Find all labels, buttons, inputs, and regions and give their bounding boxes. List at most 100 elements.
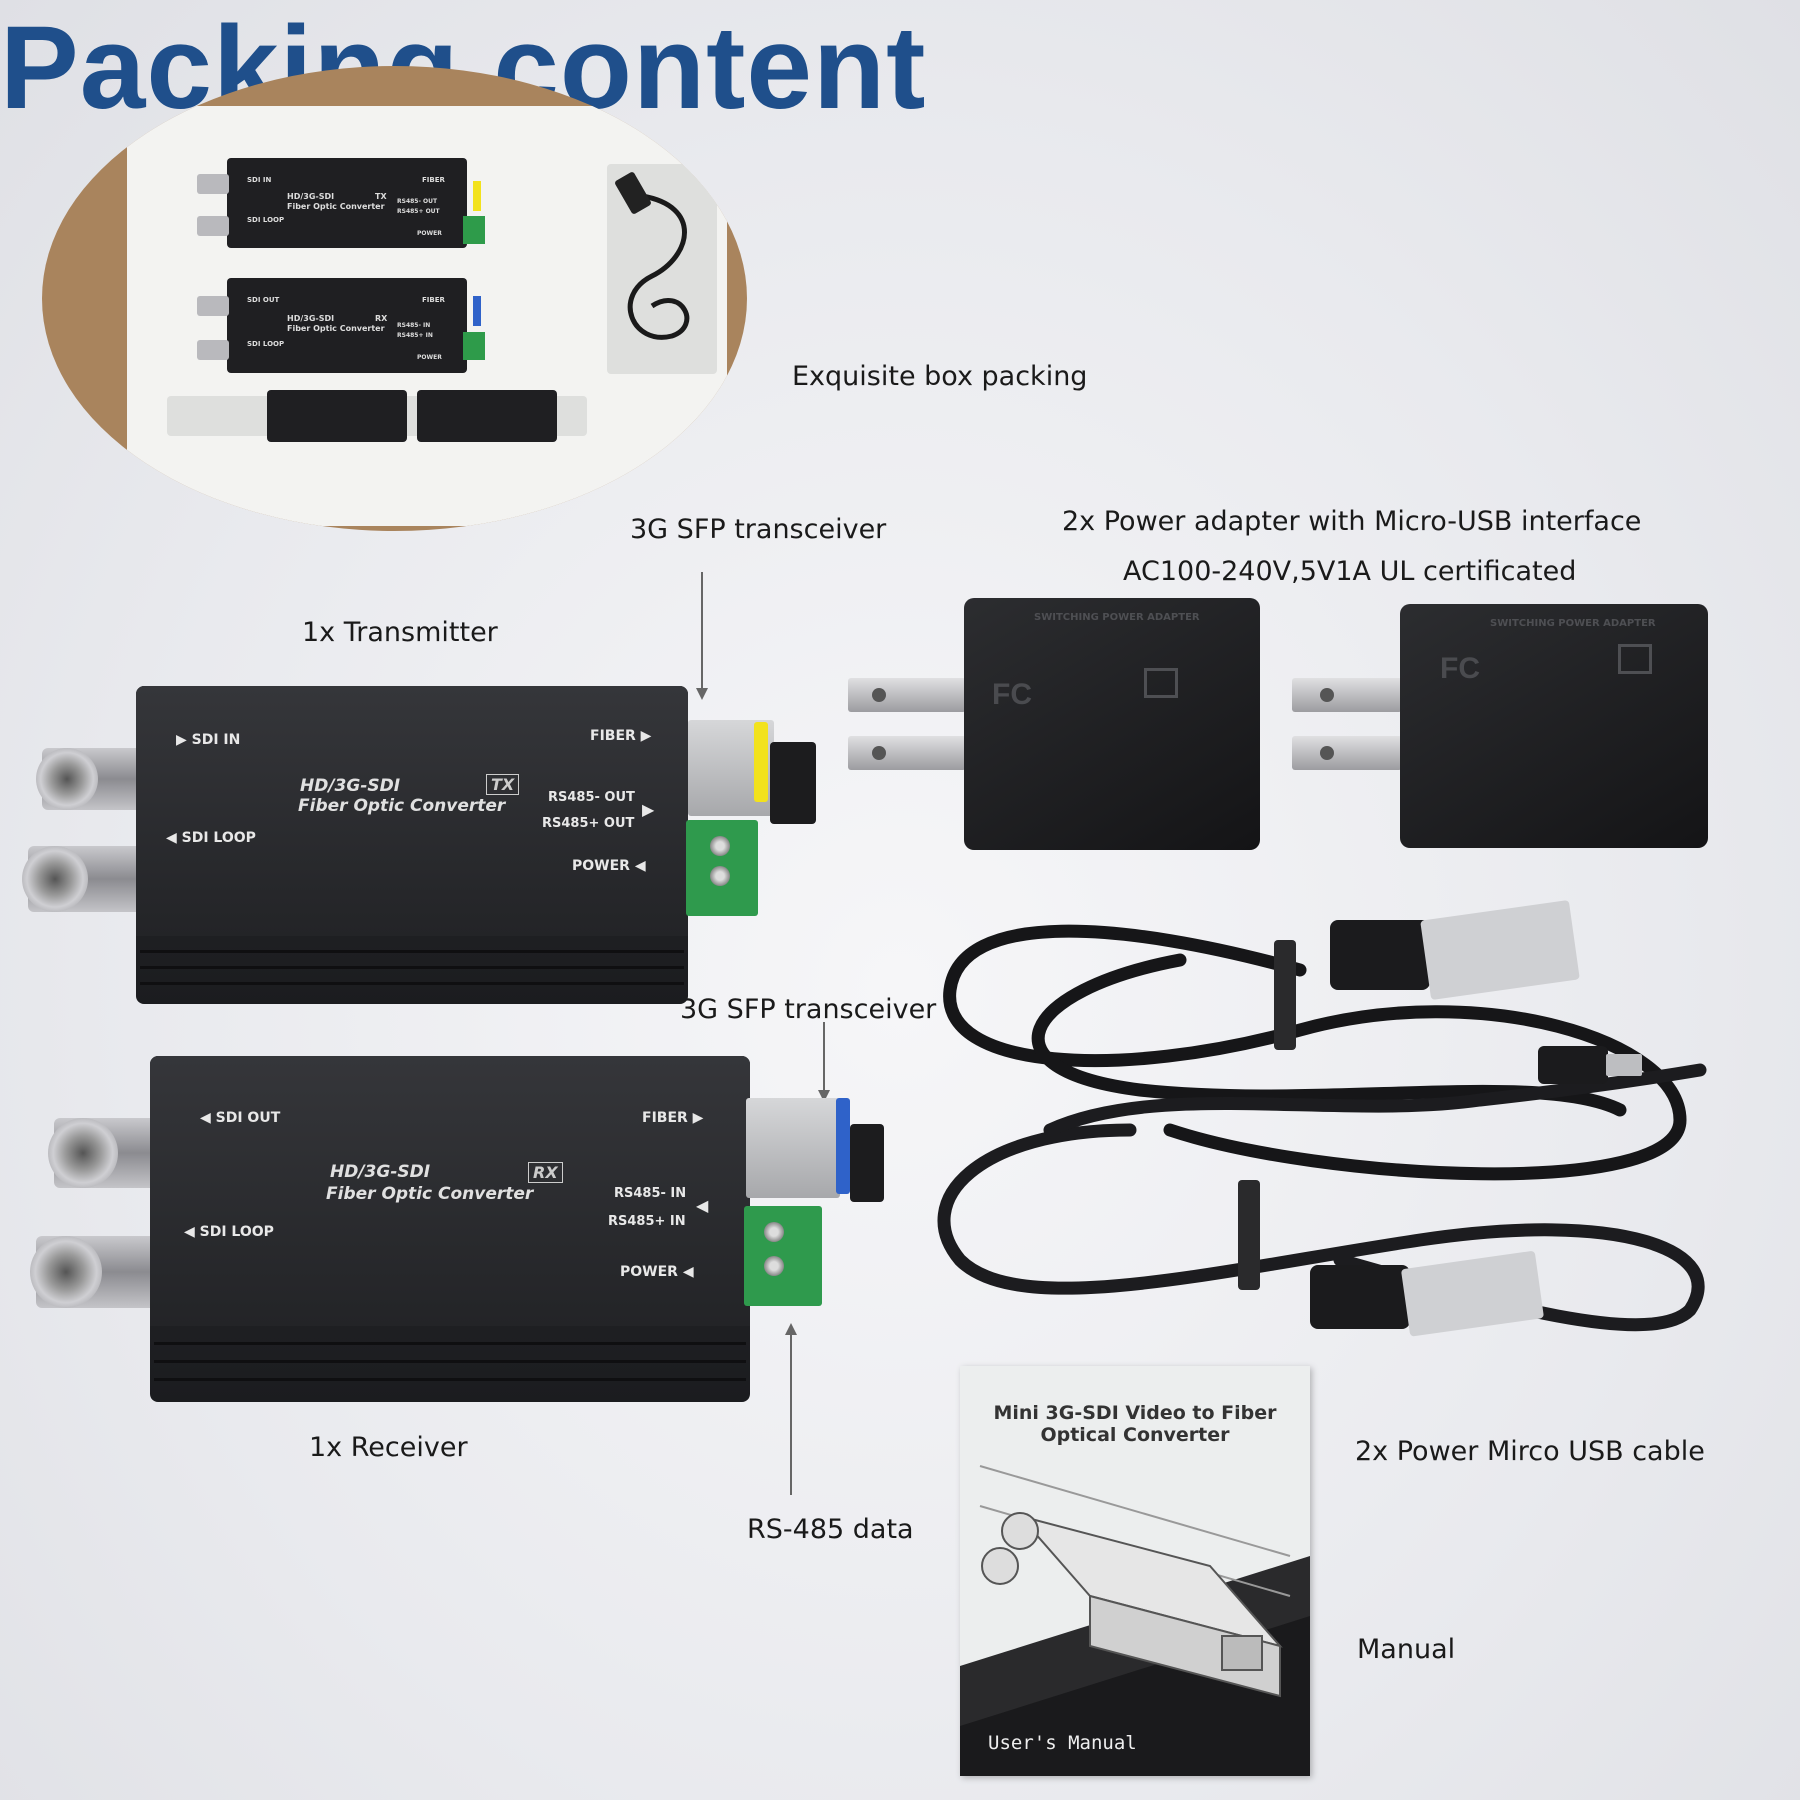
terminal-screw <box>764 1222 784 1242</box>
label-sfp-bottom: 3G SFP transceiver <box>680 994 937 1025</box>
power-adapter: SWITCHING POWER ADAPTER FC <box>1400 604 1708 848</box>
tx-sdi-in-label: ▶ SDI IN <box>176 732 241 748</box>
tx-sdi-loop-label: ◀ SDI LOOP <box>166 830 256 846</box>
mini-cable <box>615 172 690 340</box>
mini-tx-rs485-plus: RS485+ OUT <box>397 208 440 215</box>
sfp-latch-blue <box>836 1098 850 1194</box>
rx-tag: RX <box>528 1162 563 1183</box>
rx-rs485-plus: RS485+ IN <box>608 1214 686 1229</box>
power-adapter: SWITCHING POWER ADAPTER FC <box>964 598 1260 850</box>
terminal-screw <box>764 1256 784 1276</box>
terminal-screw <box>710 866 730 886</box>
mini-rx-rs485-minus: RS485- IN <box>397 322 431 329</box>
double-insulation-mark <box>1144 668 1178 698</box>
mini-tx-fiber: FIBER <box>422 176 445 184</box>
label-usb-cable: 2x Power Mirco USB cable <box>1355 1436 1705 1467</box>
prong-hole <box>1320 746 1334 760</box>
receiver-device: ◀ SDI OUT ◀ SDI LOOP HD/3G-SDI Fiber Opt… <box>150 1056 750 1402</box>
user-manual: Mini 3G-SDI Video to Fiber Optical Conve… <box>960 1366 1310 1776</box>
box-packing-photo: SDI IN SDI LOOP HD/3G-SDI Fiber Optic Co… <box>42 66 747 531</box>
mini-tx-sdi-in: SDI IN <box>247 176 272 184</box>
tx-fiber-label: FIBER ▶ <box>590 728 652 744</box>
mini-bnc <box>197 296 229 316</box>
tx-model: HD/3G-SDI <box>300 776 401 796</box>
mini-bnc <box>197 174 229 194</box>
rx-model: HD/3G-SDI <box>330 1162 431 1182</box>
mini-latch <box>473 296 481 326</box>
bnc-face <box>22 846 88 912</box>
mini-rx-type: Fiber Optic Converter <box>287 324 385 333</box>
mini-tx-sdi-loop: SDI LOOP <box>247 216 285 224</box>
mini-bnc <box>197 340 229 360</box>
mini-receiver: SDI OUT SDI LOOP HD/3G-SDI Fiber Optic C… <box>227 278 467 373</box>
device-rib <box>140 966 684 969</box>
tx-type: Fiber Optic Converter <box>298 796 506 816</box>
rs485-terminal <box>686 820 758 916</box>
double-insulation-mark <box>1618 644 1652 674</box>
rx-fiber-label: FIBER ▶ <box>642 1110 704 1126</box>
rs485-terminal <box>744 1206 822 1306</box>
sfp-latch-yellow <box>754 722 768 802</box>
device-rib <box>140 982 684 985</box>
mini-latch <box>473 181 481 211</box>
bnc-connector <box>36 748 152 810</box>
transmitter-device: ▶ SDI IN ◀ SDI LOOP HD/3G-SDI Fiber Opti… <box>136 686 688 1004</box>
tx-rs485-arrow: ▶ <box>642 800 655 819</box>
device-rib <box>140 950 684 953</box>
rx-rs485-minus: RS485- IN <box>614 1186 687 1201</box>
usb-a-plug-body <box>1310 1265 1410 1329</box>
plug-prong <box>1292 736 1402 770</box>
mini-rx-rs485-plus: RS485+ IN <box>397 332 433 339</box>
rx-type: Fiber Optic Converter <box>326 1184 534 1204</box>
pointer-line <box>823 1022 825 1092</box>
rx-power-label: POWER ◀ <box>620 1264 694 1280</box>
plug-prong <box>848 678 966 712</box>
label-transmitter: 1x Transmitter <box>302 617 498 648</box>
usb-a-plug-metal <box>1401 1251 1544 1337</box>
mini-adapter <box>417 390 557 442</box>
sfp-pull-tab <box>770 742 816 824</box>
mini-terminal <box>463 332 485 360</box>
label-adapter-line2: AC100-240V,5V1A UL certificated <box>1123 556 1577 587</box>
bnc-face <box>30 1236 102 1308</box>
mini-tx-tag: TX <box>375 192 387 201</box>
usb-cable-2 <box>937 1063 1707 1332</box>
fc-logo: FC <box>1440 652 1480 685</box>
rx-sdi-out-label: ◀ SDI OUT <box>200 1110 281 1126</box>
label-sfp-top: 3G SFP transceiver <box>630 514 887 545</box>
mini-transmitter: SDI IN SDI LOOP HD/3G-SDI Fiber Optic Co… <box>227 158 467 248</box>
pointer-arrow <box>696 688 708 700</box>
label-rs485: RS-485 data <box>747 1514 914 1545</box>
pointer-arrow <box>785 1323 797 1335</box>
usb-a-plug-metal <box>1420 900 1580 1000</box>
fc-logo: FC <box>992 678 1032 711</box>
usb-a-plug-body <box>1330 920 1430 990</box>
device-top <box>150 1056 750 1326</box>
mini-rx-model: HD/3G-SDI <box>287 314 335 323</box>
prong-hole <box>872 746 886 760</box>
bnc-face <box>36 748 98 810</box>
pointer-line <box>790 1335 792 1495</box>
manual-footer: User's Manual <box>988 1732 1137 1754</box>
adapter-header: SWITCHING POWER ADAPTER <box>1490 618 1656 629</box>
label-box-packing: Exquisite box packing <box>792 361 1088 392</box>
device-rib <box>154 1360 746 1363</box>
usb-cables <box>937 900 1707 1337</box>
rx-sdi-loop-label: ◀ SDI LOOP <box>184 1224 274 1240</box>
mini-tx-type: Fiber Optic Converter <box>287 202 385 211</box>
label-manual: Manual <box>1357 1634 1456 1665</box>
mini-rx-sdi-loop: SDI LOOP <box>247 340 285 348</box>
cable-tie <box>1238 1180 1260 1290</box>
mini-tx-power: POWER <box>417 230 442 237</box>
tx-rs485-minus: RS485- OUT <box>548 790 635 805</box>
prong-hole <box>1320 688 1334 702</box>
foam-insert: SDI IN SDI LOOP HD/3G-SDI Fiber Optic Co… <box>127 106 727 526</box>
mini-bnc <box>197 216 229 236</box>
mini-rx-sdi-out: SDI OUT <box>247 296 280 304</box>
device-rib <box>154 1342 746 1345</box>
adapter-header: SWITCHING POWER ADAPTER <box>1034 612 1200 623</box>
sfp-pull-tab <box>850 1124 884 1202</box>
plug-prong <box>1292 678 1402 712</box>
bnc-connector <box>30 1236 160 1308</box>
sfp-module <box>746 1098 840 1198</box>
